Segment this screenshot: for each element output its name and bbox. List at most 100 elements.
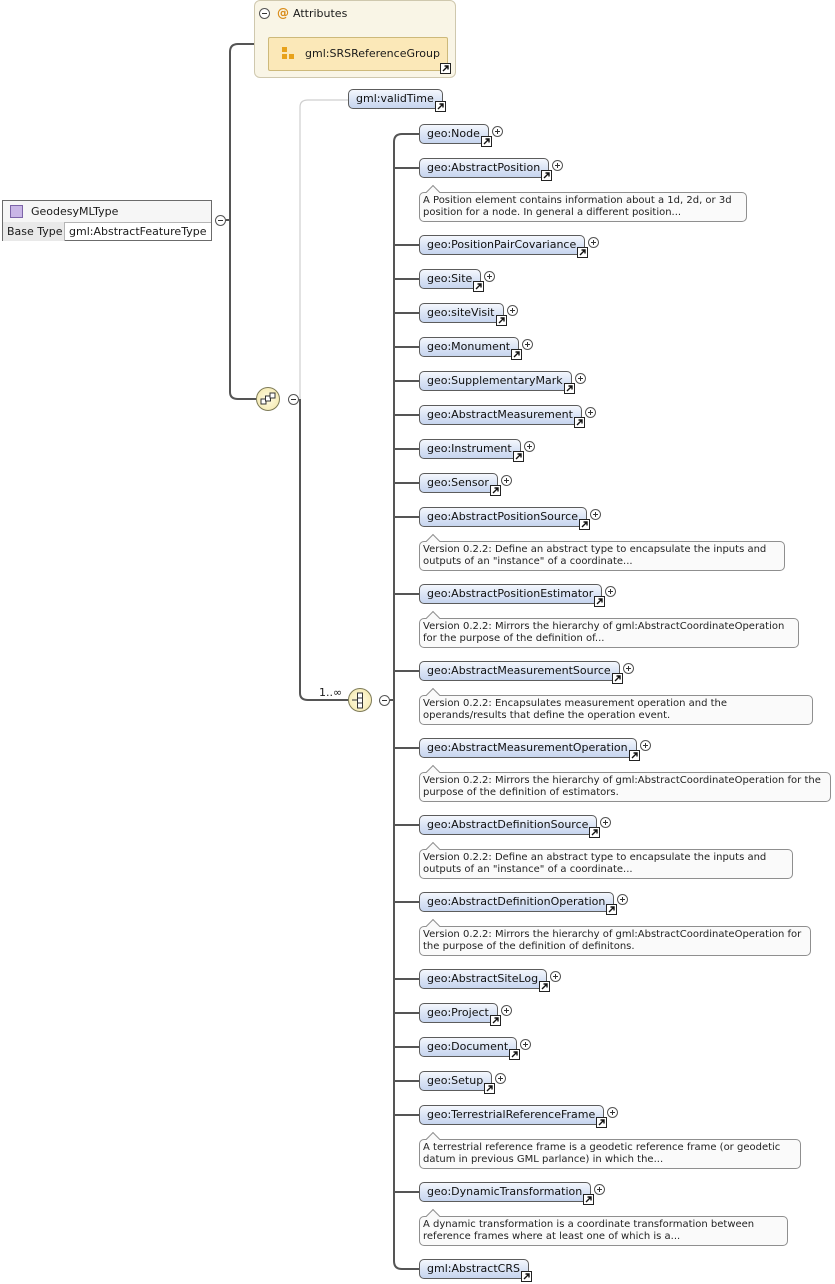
- documentation-text: A Position element contains information …: [423, 195, 732, 218]
- element-6[interactable]: geo:SupplementaryMark: [419, 371, 575, 394]
- choice-branch: [393, 700, 419, 1270]
- element-9[interactable]: geo:Sensor: [419, 473, 501, 496]
- reference-arrow-icon[interactable]: [440, 63, 451, 74]
- attribute-group-box[interactable]: gml:SRSReferenceGroup: [268, 37, 451, 74]
- reference-arrow-icon[interactable]: [573, 417, 585, 428]
- element-label: geo:Site: [427, 272, 473, 285]
- choice-occurrence: 1..∞: [319, 686, 343, 699]
- element-2[interactable]: geo:PositionPairCovariance: [419, 235, 589, 258]
- expand-icon[interactable]: [495, 1073, 507, 1084]
- reference-arrow-icon[interactable]: [511, 349, 523, 360]
- element-15[interactable]: geo:AbstractDefinitionOperation: [419, 892, 618, 915]
- documentation-note: A terrestrial reference frame is a geode…: [419, 1139, 801, 1169]
- root-to-attributes-connector: [226, 43, 268, 221]
- element-17[interactable]: geo:Project: [419, 1003, 501, 1026]
- reference-arrow-icon[interactable]: [509, 1049, 521, 1060]
- element-8[interactable]: geo:Instrument: [419, 439, 524, 462]
- element-label: geo:Instrument: [427, 442, 512, 455]
- choice-icon: [352, 692, 363, 709]
- reference-arrow-icon[interactable]: [589, 827, 601, 838]
- expand-icon[interactable]: [506, 305, 518, 316]
- sequence-collapse-icon[interactable]: [288, 394, 299, 405]
- element-valid-time[interactable]: gml:validTime: [348, 89, 446, 112]
- element-18[interactable]: geo:Document: [419, 1037, 521, 1060]
- reference-arrow-icon[interactable]: [473, 281, 485, 292]
- reference-arrow-icon[interactable]: [434, 101, 446, 112]
- reference-arrow-icon[interactable]: [539, 981, 551, 992]
- element-7[interactable]: geo:AbstractMeasurement: [419, 405, 585, 428]
- element-14[interactable]: geo:AbstractDefinitionSource: [419, 815, 601, 838]
- attributes-collapse-icon[interactable]: [259, 8, 270, 19]
- expand-icon[interactable]: [607, 1107, 619, 1118]
- element-label: geo:Sensor: [427, 476, 489, 489]
- expand-icon[interactable]: [484, 271, 496, 282]
- reference-arrow-icon[interactable]: [495, 315, 507, 326]
- expand-icon[interactable]: [622, 663, 634, 674]
- reference-arrow-icon[interactable]: [594, 596, 606, 607]
- documentation-note: Version 0.2.2: Mirrors the hierarchy of …: [419, 926, 811, 956]
- expand-icon[interactable]: [617, 894, 629, 905]
- documentation-note: Version 0.2.2: Mirrors the hierarchy of …: [419, 618, 799, 648]
- documentation-note: A Position element contains information …: [419, 192, 747, 222]
- choice-branch: [390, 133, 419, 701]
- reference-arrow-icon[interactable]: [611, 673, 623, 684]
- element-0[interactable]: geo:Node: [419, 124, 492, 147]
- type-name: GeodesyMLType: [31, 205, 119, 218]
- element-label: geo:AbstractDefinitionOperation: [427, 895, 606, 908]
- reference-arrow-icon[interactable]: [628, 750, 640, 761]
- element-12[interactable]: geo:AbstractMeasurementSource: [419, 661, 623, 684]
- reference-arrow-icon[interactable]: [541, 170, 553, 181]
- choice-compositor[interactable]: [348, 688, 372, 712]
- reference-arrow-icon[interactable]: [578, 519, 590, 530]
- reference-arrow-icon[interactable]: [583, 1194, 595, 1205]
- reference-arrow-icon[interactable]: [606, 904, 618, 915]
- expand-icon[interactable]: [589, 509, 601, 520]
- attributes-title: Attributes: [293, 7, 348, 20]
- expand-icon[interactable]: [522, 339, 534, 350]
- documentation-text: Version 0.2.2: Mirrors the hierarchy of …: [423, 621, 785, 644]
- expand-icon[interactable]: [520, 1039, 532, 1050]
- reference-arrow-icon[interactable]: [596, 1117, 608, 1128]
- reference-arrow-icon[interactable]: [512, 451, 524, 462]
- element-11[interactable]: geo:AbstractPositionEstimator: [419, 584, 606, 607]
- reference-arrow-icon[interactable]: [520, 1271, 532, 1282]
- expand-icon[interactable]: [594, 1184, 606, 1195]
- element-5[interactable]: geo:Monument: [419, 337, 523, 360]
- element-13[interactable]: geo:AbstractMeasurementOperation: [419, 738, 640, 761]
- reference-arrow-icon[interactable]: [563, 383, 575, 394]
- root-type-box[interactable]: GeodesyMLType Base Type gml:AbstractFeat…: [2, 200, 212, 241]
- reference-arrow-icon[interactable]: [577, 247, 589, 258]
- expand-icon[interactable]: [584, 407, 596, 418]
- expand-icon[interactable]: [574, 373, 586, 384]
- expand-icon[interactable]: [552, 160, 564, 171]
- reference-arrow-icon[interactable]: [480, 136, 492, 147]
- element-19[interactable]: geo:Setup: [419, 1071, 496, 1094]
- element-16[interactable]: geo:AbstractSiteLog: [419, 969, 551, 992]
- expand-icon[interactable]: [588, 237, 600, 248]
- expand-icon[interactable]: [500, 1005, 512, 1016]
- expand-icon[interactable]: [600, 817, 612, 828]
- expand-icon[interactable]: [491, 126, 503, 137]
- element-3[interactable]: geo:Site: [419, 269, 485, 292]
- element-20[interactable]: geo:TerrestrialReferenceFrame: [419, 1105, 608, 1128]
- sequence-to-validtime-connector: [299, 99, 348, 399]
- choice-collapse-icon[interactable]: [379, 695, 390, 706]
- expand-icon[interactable]: [523, 441, 535, 452]
- expand-icon[interactable]: [500, 475, 512, 486]
- attribute-group-label: gml:SRSReferenceGroup: [305, 47, 440, 60]
- reference-arrow-icon[interactable]: [489, 485, 501, 496]
- element-10[interactable]: geo:AbstractPositionSource: [419, 507, 590, 530]
- reference-arrow-icon[interactable]: [489, 1015, 501, 1026]
- sequence-compositor[interactable]: [256, 387, 280, 411]
- reference-arrow-icon[interactable]: [484, 1083, 496, 1094]
- root-collapse-icon[interactable]: [215, 215, 226, 226]
- expand-icon[interactable]: [605, 586, 617, 597]
- expand-icon[interactable]: [639, 740, 651, 751]
- element-1[interactable]: geo:AbstractPosition: [419, 158, 553, 181]
- element-21[interactable]: geo:DynamicTransformation: [419, 1182, 595, 1205]
- element-22[interactable]: gml:AbstractCRS: [419, 1259, 532, 1282]
- documentation-note: Version 0.2.2: Define an abstract type t…: [419, 849, 793, 879]
- element-4[interactable]: geo:siteVisit: [419, 303, 507, 326]
- expand-icon[interactable]: [550, 971, 562, 982]
